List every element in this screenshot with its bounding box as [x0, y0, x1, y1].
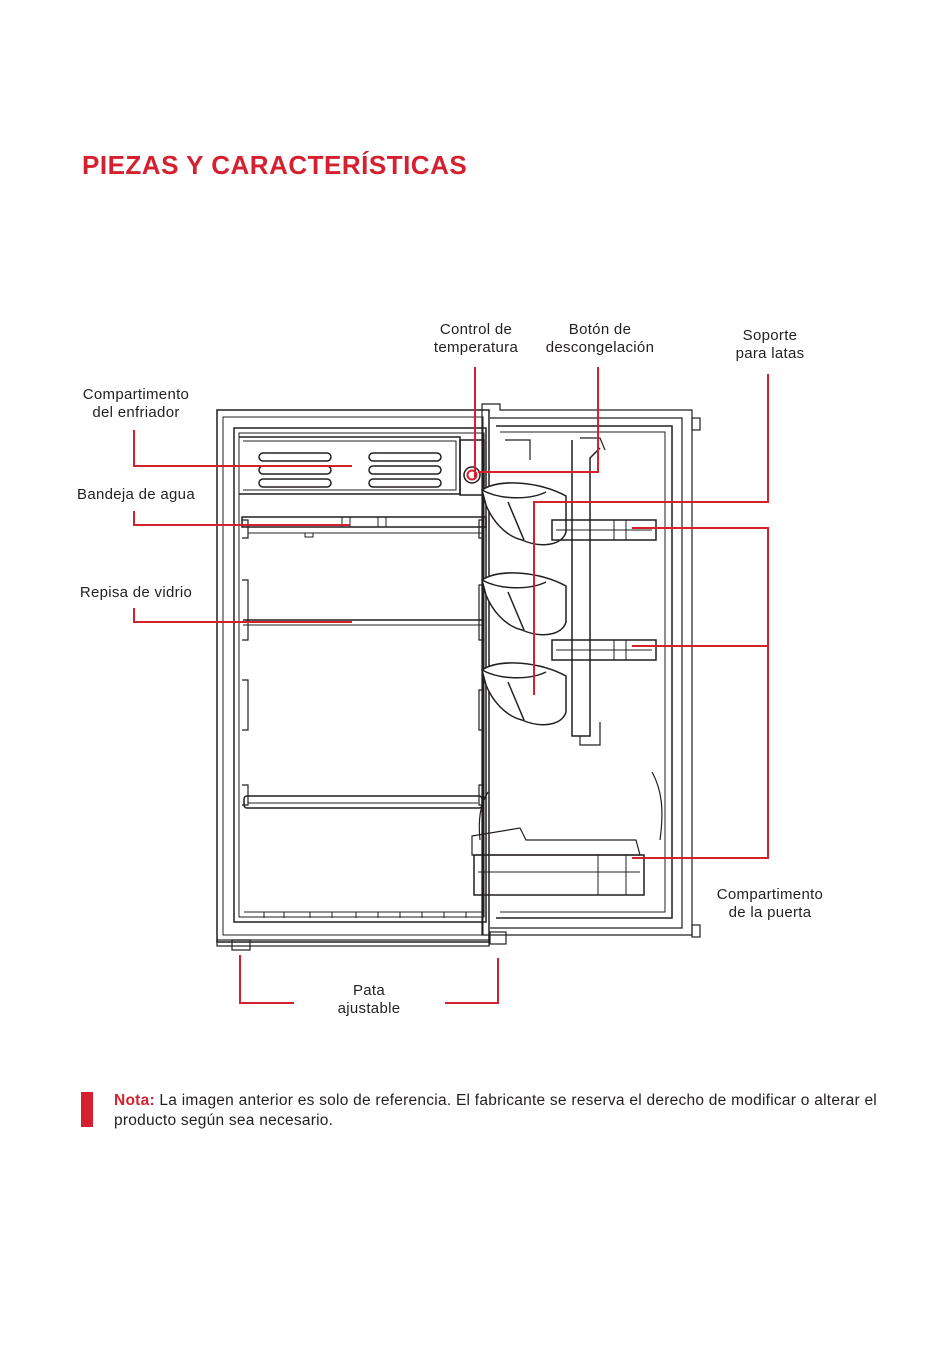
note-body: La imagen anterior es solo de referencia…: [114, 1092, 878, 1129]
can-holders: [481, 482, 567, 726]
lower-shelf: [243, 795, 483, 918]
door-shelves: [551, 519, 657, 661]
note-prefix: Nota:: [114, 1092, 155, 1109]
label-temperature-control: Control de temperatura: [433, 321, 519, 356]
temperature-dial: [459, 439, 485, 496]
label-can-holder: Soporte para latas: [735, 327, 805, 362]
label-door-compartment: Compartimento de la puerta: [716, 886, 824, 921]
door-bottom-bin: [471, 827, 645, 896]
leader-lines: [133, 367, 769, 1004]
label-defrost-button: Botón de descongelación: [545, 321, 655, 356]
note-paragraph: Nota: La imagen anterior es solo de refe…: [114, 1091, 894, 1131]
note-accent-bar: [81, 1092, 93, 1127]
fridge-cabinet: [216, 409, 507, 951]
glass-shelf: [243, 619, 484, 626]
label-chiller-compartment: Compartimento del enfriador: [82, 386, 190, 421]
label-adjustable-leg: Pata ajustable: [337, 982, 401, 1017]
fridge-door: [478, 403, 701, 938]
water-tray: [241, 516, 487, 538]
label-water-tray: Bandeja de agua: [77, 486, 195, 503]
page-title: PIEZAS Y CARACTERÍSTICAS: [82, 150, 468, 180]
label-glass-shelf: Repisa de vidrio: [79, 584, 193, 601]
